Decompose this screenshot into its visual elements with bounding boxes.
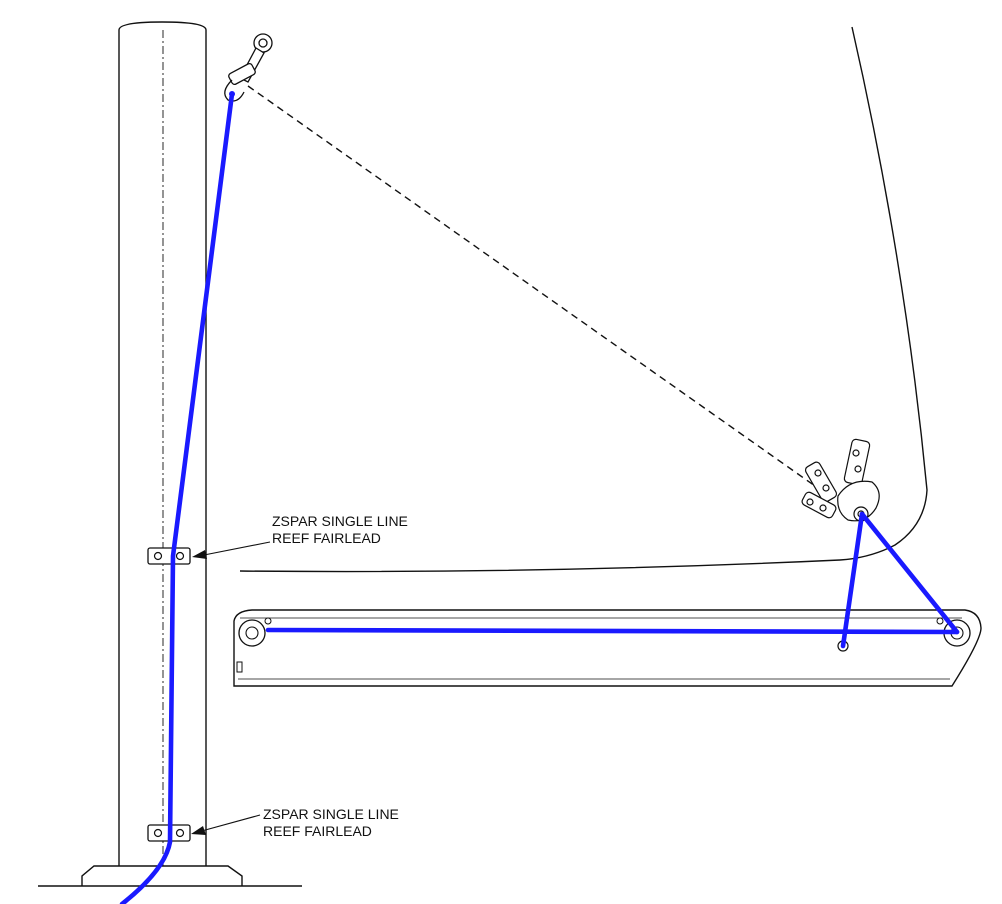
upper-reef-fairlead bbox=[147, 547, 191, 565]
sail-leech bbox=[839, 26, 928, 561]
callout-line-1: ZSPAR SINGLE LINE bbox=[263, 806, 399, 822]
single-line-reef bbox=[119, 91, 960, 904]
callout-line-1: ZSPAR SINGLE LINE bbox=[272, 513, 408, 529]
tack-shackle bbox=[224, 33, 273, 102]
lower-fairlead-callout: ZSPAR SINGLE LINE REEF FAIRLEAD bbox=[263, 806, 399, 840]
upper-fairlead-callout: ZSPAR SINGLE LINE REEF FAIRLEAD bbox=[272, 513, 408, 547]
boom-forward-sheave bbox=[236, 617, 272, 673]
callout-line-2: REEF FAIRLEAD bbox=[272, 530, 381, 546]
sail-foot bbox=[239, 559, 841, 573]
mast-base-plate bbox=[81, 865, 243, 886]
callout-leader-upper bbox=[192, 541, 271, 559]
mast bbox=[118, 21, 207, 866]
callout-leader-lower bbox=[191, 814, 261, 835]
reef-line-dashed bbox=[247, 85, 833, 499]
callout-line-2: REEF FAIRLEAD bbox=[263, 823, 372, 839]
boom bbox=[233, 609, 982, 687]
reef-clew-hardware bbox=[801, 438, 880, 522]
